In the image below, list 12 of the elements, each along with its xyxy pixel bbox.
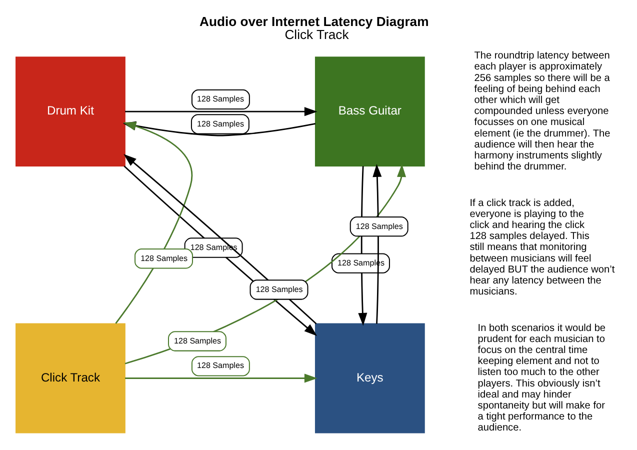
edge-label: 128 Samples [356,222,403,232]
edge-label: 128 Samples [140,254,188,264]
edge-label: 128 Samples [174,336,222,346]
edge-label: 128 Samples [197,94,244,104]
edge-label: 128 Samples [197,361,244,370]
edge-label: 128 Samples [197,120,244,129]
caption: Click Track [284,26,349,42]
edge-label: 128 Samples [256,285,303,294]
label: The roundtrip latency between each player is approximately 256 samples so there will be a feeling of being behind each other which will get compounded unless everyone focusses on one musical element (ie the drummer). The audience will then hear the harmony instruments slightly behind the drummer. [474,50,610,173]
label: In both scenarios it would be prudent for each musician to focus on the central time keeping element and not to listen too much to the other players. This obviously isn’t ideal and may hinder spontaneity but will make for a tight performance to the audience. [478,322,606,434]
label: If a click track is added, everyone is playing to the click and hearing the click 128 samples delayed. This still means that monitoring between musicians will feel delayed BUT the audience won’t hear any latency between the musicians. [470,198,615,298]
diagram-title: Audio over Internet Latency Diagram [200,14,429,29]
